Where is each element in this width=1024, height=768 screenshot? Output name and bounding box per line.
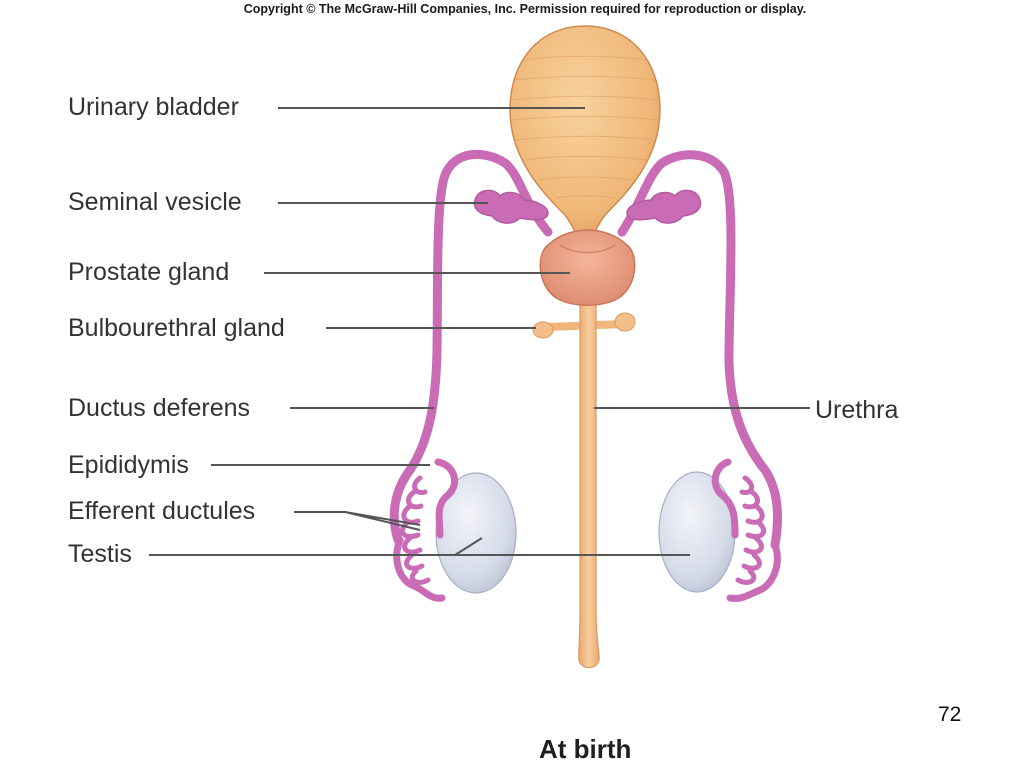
label-efferent-ductules: Efferent ductules: [68, 497, 256, 525]
left-testis-shape: [435, 472, 517, 594]
label-seminal-vesicle: Seminal vesicle: [68, 188, 242, 216]
left-epididymis: [393, 458, 459, 602]
label-prostate-gland: Prostate gland: [68, 258, 230, 286]
urethra-shape: [578, 244, 600, 669]
figure-caption: At birth: [539, 734, 632, 764]
bladder-muscle-texture: [511, 55, 659, 199]
label-urinary-bladder: Urinary bladder: [68, 93, 239, 121]
label-epididymis: Epididymis: [68, 451, 189, 479]
label-testis: Testis: [68, 540, 132, 568]
prostate-gland-shape: [539, 229, 636, 306]
left-ductus-deferens: [389, 149, 553, 545]
right-testis-shape: [658, 471, 736, 593]
page-number: 72: [938, 703, 962, 726]
leader-lines: [149, 107, 810, 556]
leader-efferent-ductules: [294, 511, 421, 531]
right-epididymis: [711, 458, 781, 602]
left-seminal-vesicle: [473, 189, 549, 224]
label-ductus-deferens: Ductus deferens: [68, 394, 251, 422]
label-bulbourethral-gland: Bulbourethral gland: [68, 314, 285, 342]
label-urethra: Urethra: [815, 396, 899, 424]
right-seminal-vesicle: [626, 189, 702, 224]
right-ductus-deferens: [617, 150, 783, 550]
copyright-notice: Copyright © The McGraw-Hill Companies, I…: [243, 2, 807, 16]
leader-testis: [149, 537, 690, 556]
